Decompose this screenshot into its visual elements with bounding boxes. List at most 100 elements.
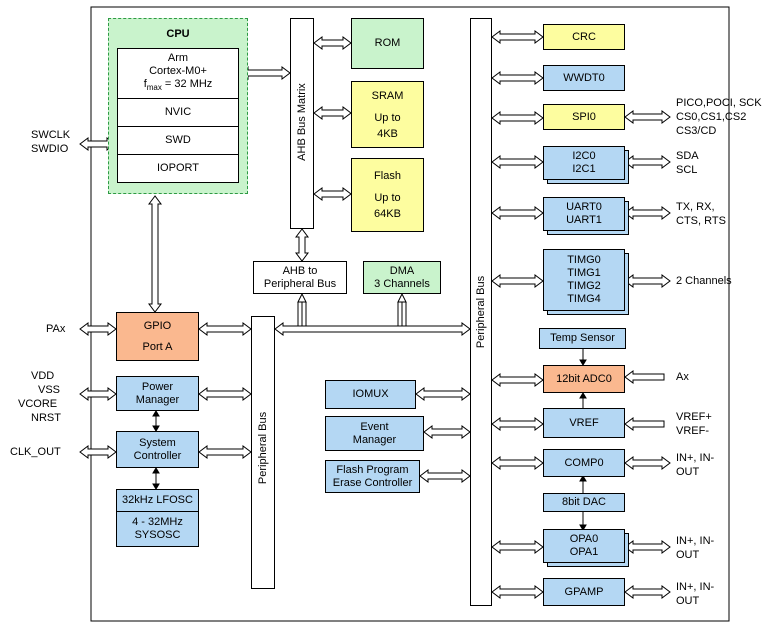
spi-signals-line3: CS3/CD — [676, 125, 717, 137]
comp-signals-line1: IN+, IN- — [676, 452, 715, 464]
comp-signals-line2: OUT — [676, 466, 700, 478]
sda-label: SDA — [676, 150, 699, 162]
power-arrow — [79, 387, 117, 401]
timg2-label: TIMG2 — [567, 280, 601, 292]
ahb-bus-matrix — [290, 18, 314, 229]
sram-size-prefix: Up to — [374, 111, 401, 124]
gpio-port: Port A — [142, 340, 173, 353]
flashctl-arrow — [419, 469, 471, 483]
temp-sensor: Temp Sensor — [539, 328, 626, 349]
flash-controller-line1: Flash Program — [336, 463, 409, 476]
bus-bridge-arrow — [274, 322, 471, 336]
vdd-label: VDD — [31, 370, 55, 382]
uart-block: UART0 UART1 — [543, 197, 625, 231]
vss-label: VSS — [38, 384, 61, 396]
sysosc-block: 4 - 32MHz SYSOSC — [116, 511, 199, 547]
dac-block: 8bit DAC — [543, 493, 625, 512]
system-controller-line2: Controller — [133, 449, 182, 462]
iomux-arrow — [415, 387, 471, 401]
timg0-label: TIMG0 — [567, 254, 601, 266]
scl-label: SCL — [676, 164, 698, 176]
system-controller-line1: System — [139, 436, 176, 449]
gpamp-block: GPAMP — [543, 578, 625, 606]
timer-channels-label: 2 Channels — [676, 275, 732, 287]
flash-arrow — [313, 187, 352, 201]
timg-block: TIMG0 TIMG1 TIMG2 TIMG4 — [543, 249, 625, 311]
opa1-label: OPA1 — [569, 546, 599, 558]
swdio-label: SWDIO — [31, 143, 69, 155]
power-bus-arrow — [198, 387, 252, 401]
cpu-core-freq: fmax = 32 MHz — [143, 78, 213, 93]
flash-block: Flash Up to 64KB — [351, 158, 424, 232]
sram-label: SRAM — [371, 89, 404, 102]
ahb-bridge-line1: AHB to — [282, 264, 318, 277]
uart-signals-line1: TX, RX, — [676, 201, 715, 213]
spi-block: SPI0 — [543, 104, 625, 130]
pax-label: PAx — [46, 323, 66, 335]
event-manager-line1: Event — [360, 420, 389, 433]
power-manager: Power Manager — [116, 376, 199, 411]
nrst-label: NRST — [31, 412, 61, 424]
sram-arrow — [313, 106, 352, 120]
opa-signals-line1: IN+, IN- — [676, 535, 715, 547]
power-manager-line1: Power — [141, 380, 174, 393]
iomux-block: IOMUX — [325, 380, 416, 409]
timg4-label: TIMG4 — [567, 293, 601, 305]
clkout-label: CLK_OUT — [10, 446, 61, 458]
gpio-label: GPIO — [143, 319, 172, 332]
timg1-label: TIMG1 — [567, 267, 601, 279]
dma-label: DMA — [389, 264, 415, 277]
i2c-block: I2C0 I2C1 — [543, 146, 625, 180]
flash-label: Flash — [374, 170, 401, 182]
vref-plus-label: VREF+ — [676, 411, 712, 423]
uart0-label: UART0 — [566, 201, 602, 213]
gpio-block: GPIO Port A — [116, 312, 199, 361]
ax-label: Ax — [676, 371, 689, 383]
rom-arrow — [313, 36, 352, 50]
cpu-title: CPU — [166, 28, 190, 40]
peripheral-bus-right-label: Peripheral Bus — [475, 275, 487, 349]
opa0-label: OPA0 — [569, 533, 599, 545]
flash-controller: Flash Program Erase Controller — [325, 460, 420, 493]
event-manager: Event Manager — [325, 416, 424, 451]
spi-signals-line1: PICO,POCI, SCK — [676, 97, 762, 109]
gpio-bus-arrow — [198, 322, 252, 336]
lfosc-block: 32kHz LFOSC — [116, 489, 199, 512]
ahb-bridge-line2: Peripheral Bus — [263, 277, 337, 290]
peripheral-bus-left — [251, 316, 275, 589]
dma-channels: 3 Channels — [374, 277, 430, 290]
vcore-label: VCORE — [18, 398, 58, 410]
wwdt-block: WWDT0 — [543, 65, 625, 91]
sysosc-line2: SYSOSC — [134, 529, 181, 541]
rom-block: ROM — [351, 18, 424, 69]
uart-signals-line2: CTS, RTS — [676, 215, 726, 227]
flash-controller-line2: Erase Controller — [332, 476, 413, 489]
comp-block: COMP0 — [543, 449, 625, 477]
cpu-core-line2: Cortex-M0+ — [149, 65, 207, 78]
flash-size: 64KB — [374, 208, 401, 220]
cpu-swd: SWD — [117, 126, 239, 155]
cpu-core: Arm Cortex-M0+ fmax = 32 MHz — [117, 48, 239, 99]
swclk-label: SWCLK — [31, 129, 71, 141]
i2c0-label: I2C0 — [572, 150, 596, 162]
cpu-nvic: NVIC — [117, 98, 239, 127]
spi-signals-line2: CS0,CS1,CS2 — [676, 111, 747, 123]
i2c1-label: I2C1 — [572, 163, 596, 175]
ahb-bridge: AHB to Peripheral Bus — [253, 261, 347, 294]
dma-block: DMA 3 Channels — [363, 261, 441, 294]
adc-block: 12bit ADC0 — [543, 365, 625, 393]
gpamp-signals-line2: OUT — [676, 595, 700, 607]
ahb-bus-matrix-label: AHB Bus Matrix — [296, 83, 308, 161]
flash-size-prefix: Up to — [374, 192, 401, 204]
crc-block: CRC — [543, 24, 625, 50]
uart1-label: UART1 — [566, 214, 602, 226]
opa-block: OPA0 OPA1 — [543, 529, 625, 563]
vref-minus-label: VREF- — [676, 425, 709, 437]
opa-signals-line2: OUT — [676, 549, 700, 561]
cpu-core-line1: Arm — [167, 52, 189, 65]
peripheral-bus-right — [470, 18, 492, 606]
system-controller: System Controller — [116, 431, 199, 468]
vref-block: VREF — [543, 408, 625, 438]
power-manager-line2: Manager — [135, 393, 180, 406]
